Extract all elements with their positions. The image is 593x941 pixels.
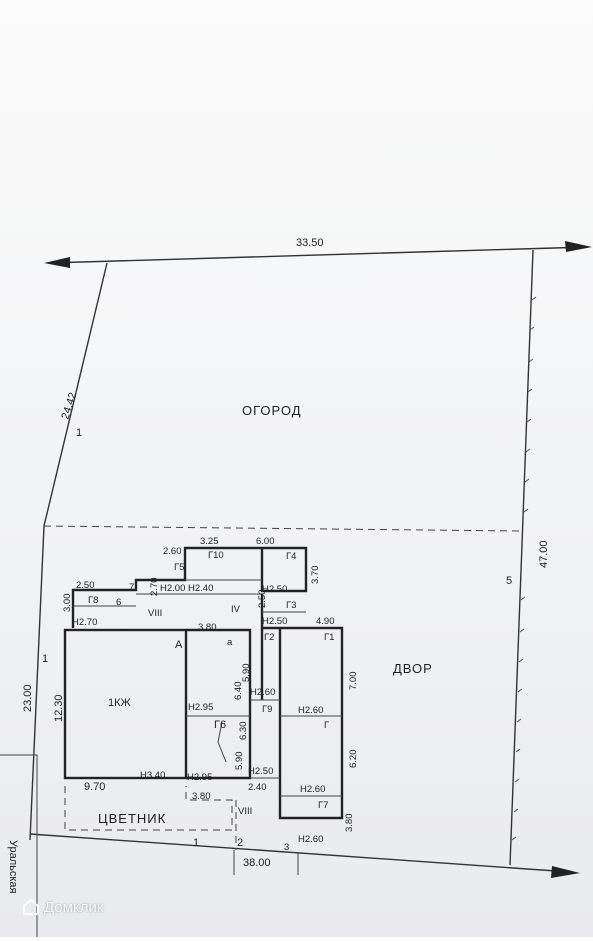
point-number-5: 5 [506,575,512,587]
upper-structures-outline [71,546,308,628]
g2-dim: 5.90 [241,664,252,683]
g4-label: Г4 [286,551,296,562]
left-boundary-line [29,262,108,841]
g5-height: Н2.00 [160,583,185,594]
g-side: 6.20 [348,750,359,769]
g6-height-a: Н2.95 [188,702,213,713]
top-arrow-left-icon [44,257,70,268]
dim-630: 6.30 [238,722,249,741]
flowerbed-label: ЦВЕТНИК [98,811,166,826]
g6-side: 5.90 [234,752,245,771]
dim-240: 2.40 [248,782,267,793]
garden-yard-divider [43,525,521,532]
g10-dim: 3.25 [200,536,219,547]
left-upper-dimension: 24.42 [59,391,79,421]
top-arrow-right-icon [565,241,592,252]
g-side2: 7.00 [348,672,359,691]
point-number-2: 2 [237,837,243,849]
top-dimension: 33.50 [296,237,324,249]
g8-dim: 2.50 [76,580,95,591]
right-dimension: 47.00 [538,540,550,568]
point-number-1b: 1 [42,653,48,665]
street-sign [0,754,38,941]
extension-stair [217,721,227,763]
bottom-boundary-line [29,833,571,873]
point-number-3: 3 [284,842,289,853]
right-block-outline [260,594,344,820]
roman-iv: IV [231,604,241,615]
num-7: 7 [129,582,134,593]
roman-viii-a: VIII [148,608,162,619]
n260-label: Н2.60 [300,784,325,795]
main-house-label: 1КЖ [108,697,131,709]
point-number-1c: 1 [193,837,199,849]
watermark-text: Домклик [44,898,104,916]
bottom-arrow-right-icon [551,866,580,878]
g3-height: Н2.50 [262,616,287,627]
yard-label: ДВОР [393,661,433,676]
n250-label: Н2.50 [248,766,273,777]
roman-viii-b: VIII [238,806,252,817]
main-house [63,628,188,780]
main-house-width: 9.70 [84,781,105,793]
g5-side: 2.70 [149,578,160,597]
dim-380-a: 3.80 [198,622,217,633]
g10-label: Г10 [208,550,224,561]
main-house-depth: 12.30 [53,694,65,722]
g9-side: 6.40 [233,682,244,701]
g3-label: Г3 [286,600,296,611]
street-sign-text: Уральская [7,840,19,894]
g4-height: Н2.50 [262,584,287,595]
g1-label: Г1 [324,632,334,643]
g2-label: Г2 [264,632,274,643]
g8-height: Н2.70 [72,617,97,628]
point-number-1a: 1 [76,427,82,439]
g4-side: 3.70 [310,566,321,585]
g-label: Г [324,720,329,731]
g6-height-b: Н2.95 [187,772,212,783]
g4-dim: 6.00 [256,536,275,547]
g10-height: Н2.40 [188,583,213,594]
main-house-letter: А [175,639,183,651]
house-logo-icon [23,898,39,915]
bottom-dimension: 38.00 [243,857,271,869]
house-extension [186,628,252,780]
g7-label: Г7 [318,800,328,811]
watermark: Домклик [22,898,103,916]
g8-label: Г8 [88,595,98,606]
g5-dim: 2.60 [163,546,182,557]
g9-label: Г9 [262,704,272,715]
g6-label: Г6 [214,719,226,731]
g9-height: Н2.60 [250,687,275,698]
g7-side: 3.80 [344,814,355,833]
garden-label: ОГОРОД [242,403,302,418]
a-letter: а [227,637,233,648]
g3-dim: 2.50 [257,590,268,609]
right-boundary-line [509,249,534,866]
g5-label: Г5 [174,562,184,573]
right-fence-marks [511,296,537,841]
g8-side: 3.00 [62,594,73,613]
g-height: Н2.60 [298,705,323,716]
left-lower-dimension: 23.00 [22,684,34,712]
g1-dim: 4.90 [316,616,335,627]
num-6: 6 [116,597,121,608]
g7-height: Н2.60 [298,834,323,845]
top-boundary-line [47,246,589,264]
flowerbed-outline [64,786,233,831]
main-house-height: Н3.40 [140,770,165,781]
dim-380-b: 3.80 [192,791,211,802]
